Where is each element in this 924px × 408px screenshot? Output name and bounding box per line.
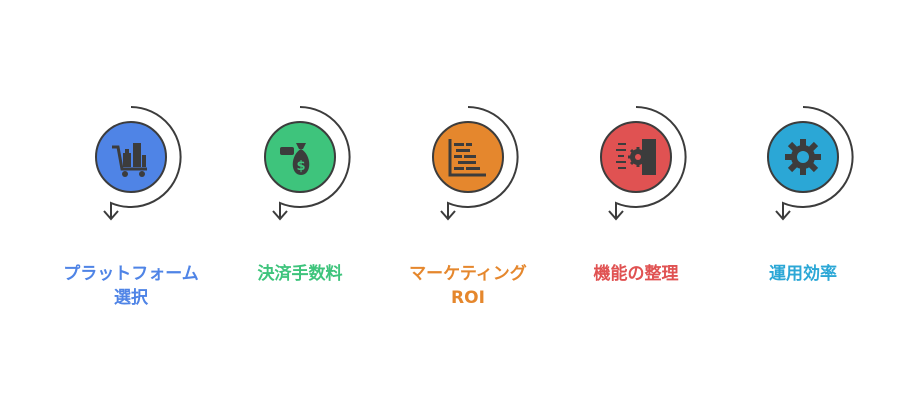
- bar-chart-icon: [448, 139, 486, 177]
- step-badge: $: [240, 96, 360, 226]
- step-label: 運用効率: [769, 264, 837, 284]
- step-badge: [71, 96, 191, 226]
- step-label: プラットフォーム 選択: [63, 264, 199, 308]
- circular-arrow-icon: [103, 106, 182, 221]
- step-feature-organization: 機能の整理: [546, 96, 726, 336]
- step-platform-selection: プラットフォーム 選択: [41, 96, 221, 336]
- step-marketing-roi: マーケティング ROI: [378, 96, 558, 336]
- gear-door-icon: [616, 139, 656, 175]
- circular-arrow-icon: [272, 106, 351, 221]
- circular-arrow-icon: [608, 106, 687, 221]
- step-operational-efficiency: 運用効率: [713, 96, 893, 336]
- step-badge: [408, 96, 528, 226]
- step-circle: $: [264, 121, 336, 193]
- step-badge: [576, 96, 696, 226]
- step-label: 機能の整理: [593, 264, 679, 284]
- svg-text:$: $: [296, 159, 305, 174]
- step-label: マーケティング ROI: [409, 264, 527, 308]
- money-bag-hand-icon: $: [280, 143, 310, 175]
- step-circle: [95, 121, 167, 193]
- circular-arrow-icon: [440, 106, 519, 221]
- step-payment-fees: $ 決済手数料: [210, 96, 390, 336]
- step-circle: [600, 121, 672, 193]
- step-label: 決済手数料: [257, 264, 343, 284]
- step-circle: [767, 121, 839, 193]
- step-circle: [432, 121, 504, 193]
- shopping-cart-buildings-icon: [112, 143, 147, 177]
- circular-arrow-icon: [775, 106, 854, 221]
- step-badge: [743, 96, 863, 226]
- gear-icon: [785, 139, 821, 175]
